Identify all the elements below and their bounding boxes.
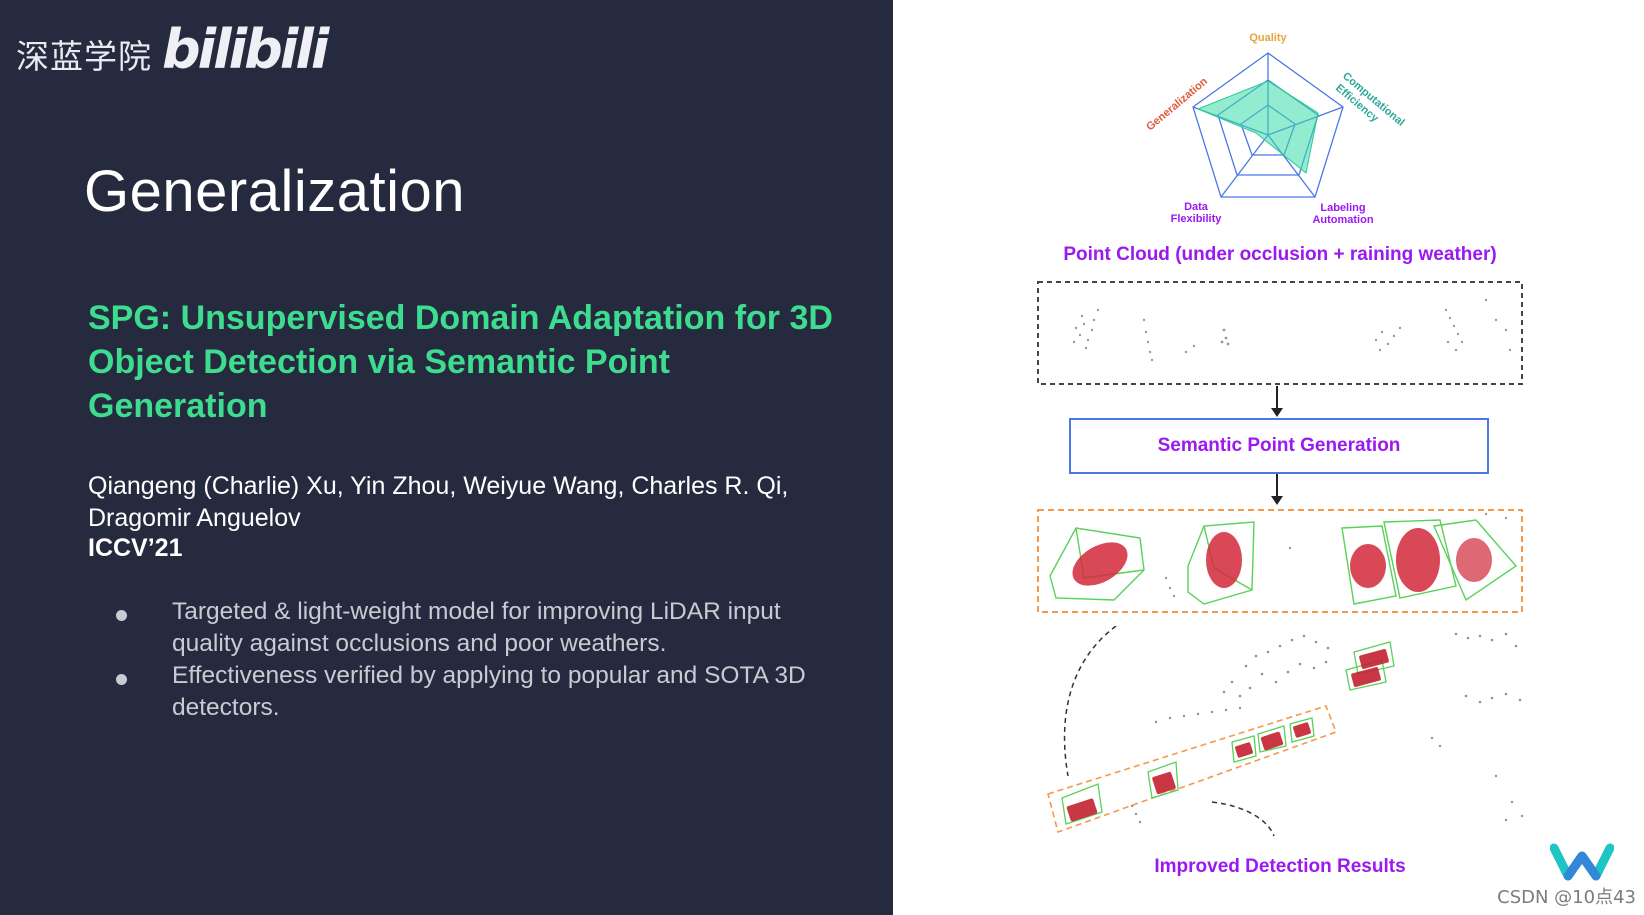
bilibili-logo: bilibili xyxy=(162,18,329,81)
radar-label-labeling: Labeling xyxy=(1320,202,1365,214)
bullet-text: Targeted & light-weight model for improv… xyxy=(172,598,781,657)
output-caption: Improved Detection Results xyxy=(1154,856,1406,877)
radar-label-quality: Quality xyxy=(1249,32,1287,44)
radar-label-automation: Automation xyxy=(1312,214,1373,226)
authors: Qiangeng (Charlie) Xu, Yin Zhou, Weiyue … xyxy=(88,472,789,532)
bullet-item: Targeted & light-weight model for improv… xyxy=(110,596,850,660)
slide-title: Generalization xyxy=(84,159,465,224)
input-caption: Point Cloud (under occlusion + raining w… xyxy=(1063,244,1497,265)
bullet-dot xyxy=(116,610,127,621)
arrow-down-icon xyxy=(1271,386,1283,417)
watermark-cn: 深蓝学院 xyxy=(16,37,152,76)
spg-module-box: Semantic Point Generation xyxy=(1069,418,1489,474)
bullet-item: Effectiveness verified by applying to po… xyxy=(110,660,850,724)
waymo-logo-icon xyxy=(1550,843,1614,881)
radar-label-flexibility: Flexibility xyxy=(1171,213,1223,225)
input-point-cloud xyxy=(1037,281,1523,385)
radar-label-data: Data xyxy=(1184,201,1209,213)
detection-results-scene xyxy=(1047,626,1524,837)
generated-points-box xyxy=(1037,509,1523,613)
bullet-dot xyxy=(116,674,127,685)
radar-fill xyxy=(1196,80,1319,174)
bullet-text: Effectiveness verified by applying to po… xyxy=(172,662,806,721)
slide-text-panel: 深蓝学院 bilibili Generalization SPG: Unsupe… xyxy=(0,0,893,915)
figure-panel xyxy=(893,0,1644,915)
venue: ICCV’21 xyxy=(88,534,183,562)
csdn-watermark: CSDN @10点43 xyxy=(1497,887,1636,908)
radar-chart: Quality Computational Efficiency Labelin… xyxy=(1144,32,1407,226)
bullet-list: Targeted & light-weight model for improv… xyxy=(110,596,850,724)
paper-title: SPG: Unsupervised Domain Adaptation for … xyxy=(88,299,833,425)
radar-label-generalization: Generalization xyxy=(1144,75,1210,133)
arrow-down-icon xyxy=(1271,474,1283,505)
